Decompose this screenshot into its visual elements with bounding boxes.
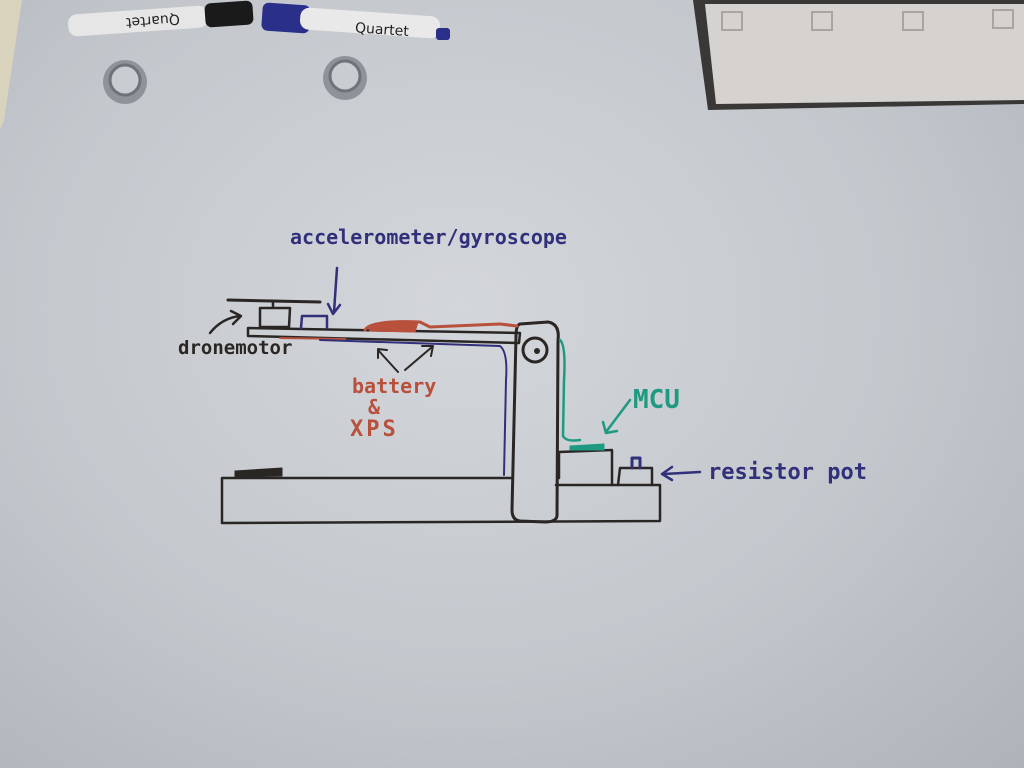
pivot-joint	[521, 336, 549, 364]
pot-arrow	[660, 465, 702, 482]
calendar-strip	[693, 0, 1024, 110]
sensor-arrow	[326, 266, 342, 316]
sensor-chip	[299, 314, 329, 330]
mcu-box	[557, 448, 614, 487]
label-dronemotor: dronemotor	[178, 337, 292, 359]
marker-brand-label: Quartet	[355, 20, 410, 40]
lever-arm	[246, 326, 522, 345]
drone-motor	[258, 299, 292, 329]
pot-box	[616, 466, 654, 487]
signal-wire	[319, 339, 508, 476]
mcu-wire	[558, 338, 582, 442]
base-block	[234, 467, 283, 478]
marker-brand-label: Quartet	[125, 11, 180, 31]
label-ampersand: &	[368, 395, 381, 419]
battery	[367, 320, 419, 333]
base-outline	[220, 476, 662, 525]
magnet	[323, 56, 367, 100]
power-wire	[279, 337, 346, 340]
label-xps: XPS	[350, 417, 399, 442]
label-resistor-pot: resistor pot	[708, 460, 867, 485]
motor-arrow	[208, 309, 243, 335]
mcu-chip	[569, 443, 605, 451]
battery-arrows	[377, 345, 434, 373]
label-accelerometer-gyroscope: accelerometer/gyroscope	[290, 225, 567, 249]
black-marker: Quartet	[68, 0, 254, 37]
mcu-arrow	[601, 398, 632, 435]
magnet	[103, 60, 147, 104]
blue-marker: Quartet	[261, 2, 450, 40]
board-frame	[0, 0, 22, 130]
resistor-pot	[630, 456, 642, 470]
label-battery: battery	[352, 374, 436, 398]
label-mcu: MCU	[633, 385, 680, 415]
